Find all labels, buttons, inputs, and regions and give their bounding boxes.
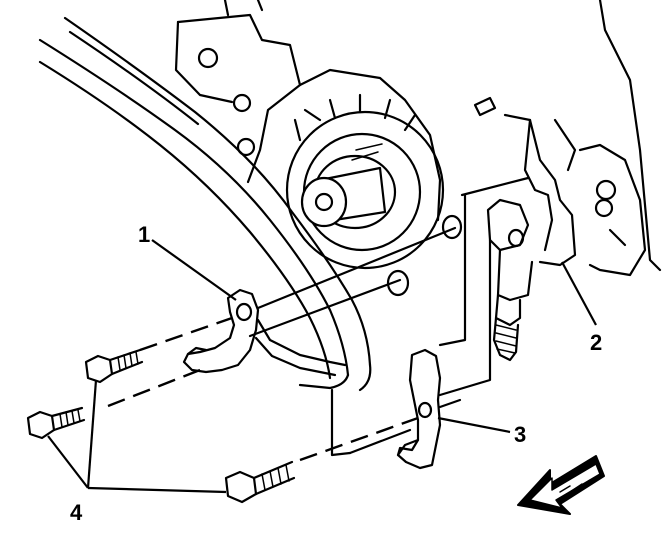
bolt-lower (224, 460, 296, 504)
callout-2: 2 (590, 330, 602, 355)
bolt-left (26, 406, 86, 440)
clamp-part (182, 288, 347, 377)
engine-block (174, 0, 442, 222)
sensor-bracket (486, 0, 662, 362)
callout-4: 4 (70, 500, 83, 525)
front-direction-arrow-icon (517, 455, 605, 515)
alignment-lines (107, 176, 530, 462)
fluid-lines (38, 16, 372, 392)
water-pump-housing (285, 93, 497, 297)
bolt-upper (84, 348, 144, 384)
callout-1: 1 (138, 222, 150, 247)
leader-lines (47, 239, 597, 494)
bracket-part (396, 348, 442, 470)
callout-3: 3 (514, 422, 526, 447)
